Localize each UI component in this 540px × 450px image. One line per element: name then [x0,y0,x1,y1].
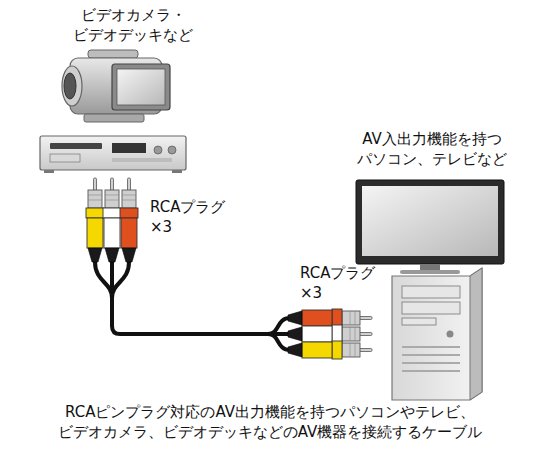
device-label: AV入出力機能を持つ パソコン、テレビなど [356,130,509,169]
caption: RCAピンプラグ対応のAV出力機能を持つパソコンやテレビ、 ビデオカメラ、ビデオ… [56,403,484,442]
plug-label-box: RCAプラグ ×3 [150,198,229,237]
monitor [356,180,504,274]
rca-plugs-source [86,178,138,262]
plug-label: RCAプラグ ×3 [300,264,379,303]
device-label: ビデオカメラ・ ビデオデッキなど [72,6,195,45]
cable [95,262,290,350]
video-deck [40,136,186,173]
plug-label-box: RCAプラグ ×3 [300,264,379,303]
device-label-box: ビデオカメラ・ ビデオデッキなど [72,6,195,45]
pc-tower [392,268,482,400]
video-camera [62,50,170,122]
caption-box: RCAピンプラグ対応のAV出力機能を持つパソコンやテレビ、 ビデオカメラ、ビデオ… [56,403,484,442]
device-label-box: AV入出力機能を持つ パソコン、テレビなど [356,130,509,169]
plug-label: RCAプラグ ×3 [150,198,229,237]
rca-plugs-target [288,309,372,359]
